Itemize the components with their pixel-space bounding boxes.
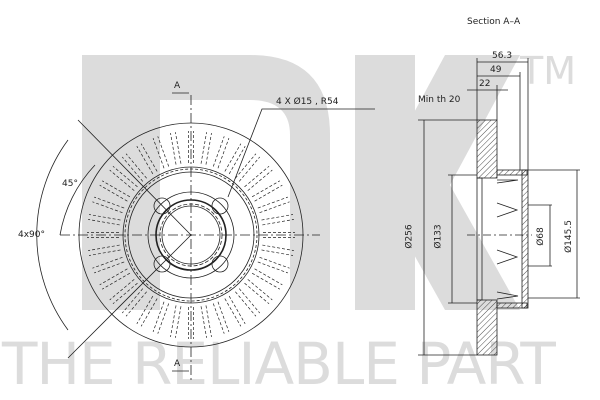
dim-outer-diameter: Ø256	[404, 224, 415, 249]
repeat-angle-label: 4x90°	[18, 230, 46, 240]
dim-thickness: 22	[479, 79, 491, 89]
dim-min-thickness: Min th 20	[418, 95, 461, 105]
dim-hat-height: 49	[490, 65, 502, 75]
dim-hat-diameter: Ø145.5	[563, 220, 574, 253]
dim-hub-diameter: Ø133	[433, 224, 444, 249]
bolt-callout: 4 X Ø15 , R54	[276, 97, 339, 107]
angle-label: 45°	[62, 179, 78, 189]
dim-overall-height: 56.3	[492, 51, 513, 61]
tagline-watermark: THE RELIABLE PART	[2, 330, 556, 398]
section-marker-bottom: A	[174, 359, 181, 369]
section-marker-top: A	[174, 81, 181, 91]
trademark-mark: TM	[520, 49, 576, 93]
section-title: Section A–A	[467, 17, 521, 27]
dim-center-bore: Ø68	[535, 227, 546, 246]
